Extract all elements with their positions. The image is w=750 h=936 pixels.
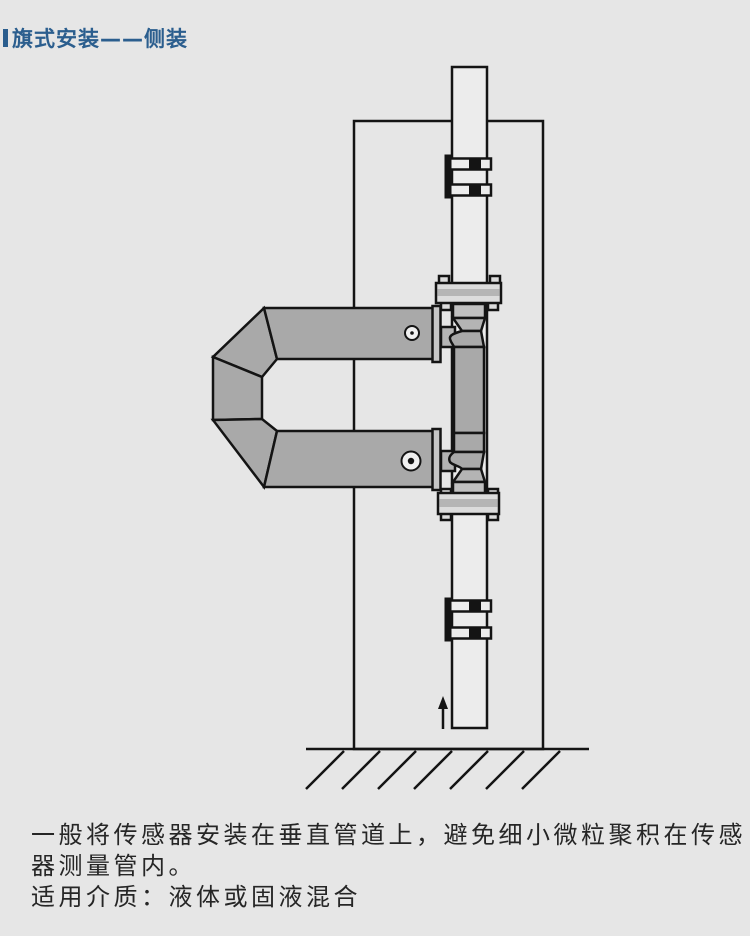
bolt-bottom-icon <box>400 450 422 472</box>
arm-end-cap-bottom <box>431 427 442 492</box>
description-paragraph: 一般将传感器安装在垂直管道上，避免细小微粒聚积在传感器测量管内。 <box>31 821 746 880</box>
pipe-clamp-bottom <box>444 597 493 642</box>
page-title: 旗式安装——侧装 <box>12 27 188 51</box>
sensor-u-bend <box>210 305 279 490</box>
bolt-top-icon <box>404 325 420 341</box>
flange-bottom <box>436 487 501 522</box>
header: 旗式安装——侧装 <box>0 26 188 51</box>
applicable-media-line: 适用介质：液体或固液混合 <box>31 883 361 911</box>
title-accent-bar <box>3 29 8 47</box>
arm-end-cap-top <box>431 304 442 364</box>
description-block: 一般将传感器安装在垂直管道上，避免细小微粒聚积在传感器测量管内。 适用介质：液体… <box>31 820 747 913</box>
sensor-measuring-tube <box>447 302 487 496</box>
pipe-clamp-top <box>444 154 493 199</box>
flange-top <box>434 274 503 312</box>
flow-direction-arrow-icon <box>438 696 448 729</box>
ground-hatching <box>305 750 561 790</box>
